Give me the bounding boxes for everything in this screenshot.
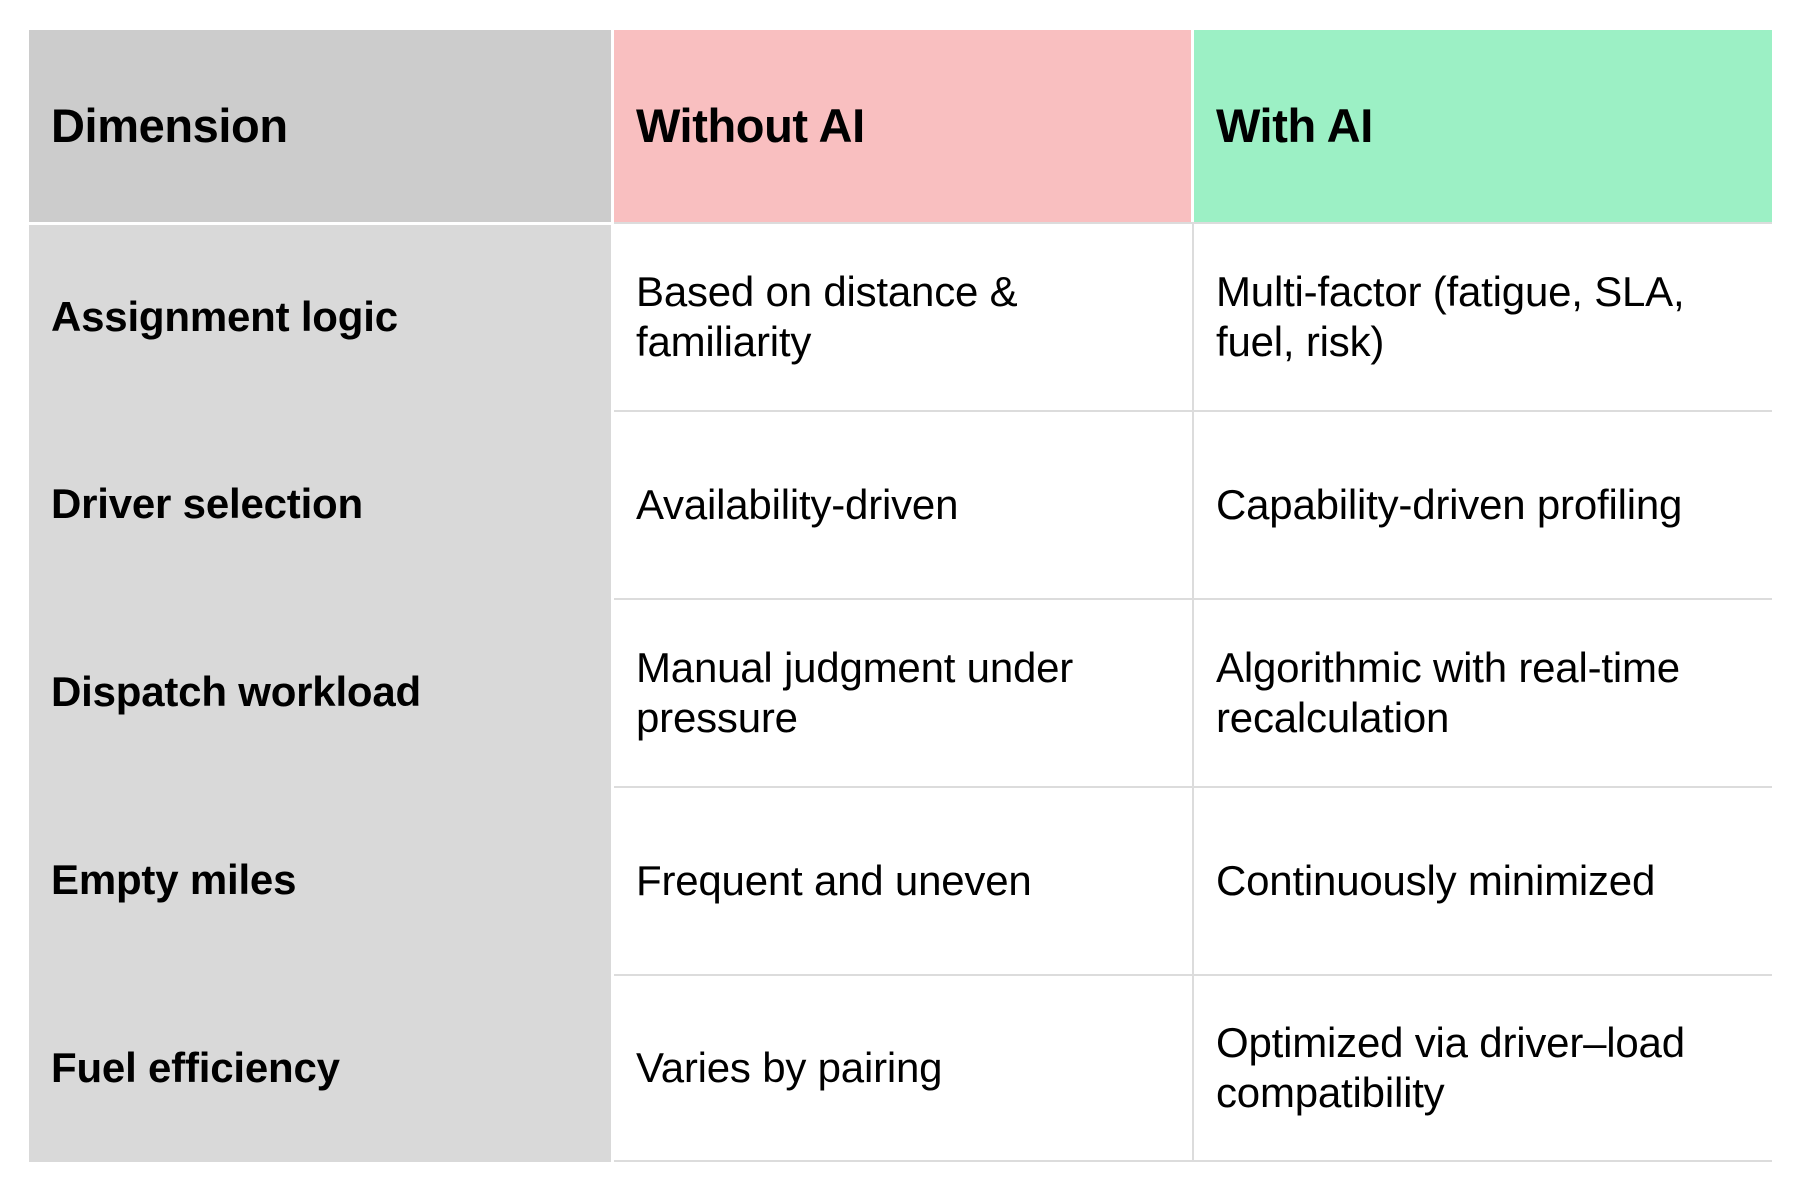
row-label-fuel-efficiency: Fuel efficiency bbox=[29, 974, 614, 1162]
column-header-dimension: Dimension bbox=[29, 30, 614, 222]
table-body: Assignment logic Based on distance & fam… bbox=[29, 222, 1772, 1162]
table-header: Dimension Without AI With AI bbox=[29, 30, 1772, 222]
cell-without-ai-assignment-logic: Based on distance & familiarity bbox=[614, 222, 1194, 410]
column-header-without-ai: Without AI bbox=[614, 30, 1194, 222]
cell-with-ai-empty-miles: Continuously minimized bbox=[1194, 786, 1772, 974]
row-label-assignment-logic: Assignment logic bbox=[29, 222, 614, 410]
cell-with-ai-assignment-logic: Multi-factor (fatigue, SLA, fuel, risk) bbox=[1194, 222, 1772, 410]
table-row: Assignment logic Based on distance & fam… bbox=[29, 222, 1772, 410]
cell-with-ai-driver-selection: Capability-driven profiling bbox=[1194, 410, 1772, 598]
table-row: Empty miles Frequent and uneven Continuo… bbox=[29, 786, 1772, 974]
cell-without-ai-driver-selection: Availability-driven bbox=[614, 410, 1194, 598]
row-label-driver-selection: Driver selection bbox=[29, 410, 614, 598]
cell-without-ai-fuel-efficiency: Varies by pairing bbox=[614, 974, 1194, 1162]
cell-without-ai-dispatch-workload: Manual judgment under pressure bbox=[614, 598, 1194, 786]
table-row: Dispatch workload Manual judgment under … bbox=[29, 598, 1772, 786]
header-row: Dimension Without AI With AI bbox=[29, 30, 1772, 222]
row-label-dispatch-workload: Dispatch workload bbox=[29, 598, 614, 786]
table-row: Driver selection Availability-driven Cap… bbox=[29, 410, 1772, 598]
cell-with-ai-dispatch-workload: Algorithmic with real-time recalculation bbox=[1194, 598, 1772, 786]
ai-comparison-table: Dimension Without AI With AI Assignment … bbox=[29, 30, 1772, 1162]
column-header-with-ai: With AI bbox=[1194, 30, 1772, 222]
cell-with-ai-fuel-efficiency: Optimized via driver–load compatibility bbox=[1194, 974, 1772, 1162]
cell-without-ai-empty-miles: Frequent and uneven bbox=[614, 786, 1194, 974]
table-row: Fuel efficiency Varies by pairing Optimi… bbox=[29, 974, 1772, 1162]
row-label-empty-miles: Empty miles bbox=[29, 786, 614, 974]
